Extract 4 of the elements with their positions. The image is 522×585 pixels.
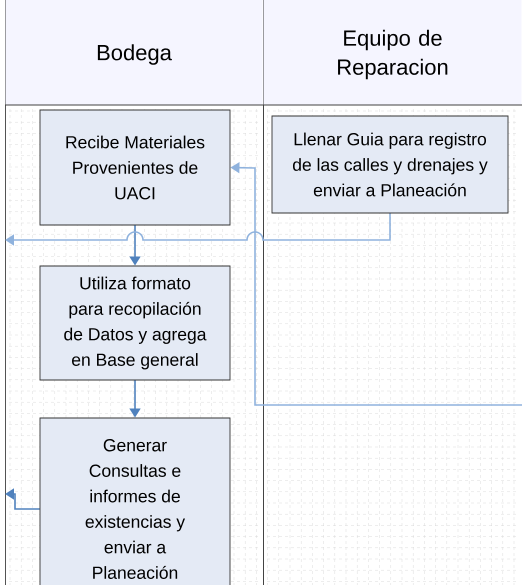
process-box: Utiliza formato para recopilación de Datos y agrega en Base general (40, 266, 230, 380)
process-box: Generar Consultas e informes de existencias y enviar a Planeación (40, 418, 230, 585)
process-box: Llenar Guia para registro de las calles y drenajes y enviar a Planeación (272, 116, 508, 214)
process-box: Recibe Materiales Provenientes de UACI (40, 110, 230, 226)
